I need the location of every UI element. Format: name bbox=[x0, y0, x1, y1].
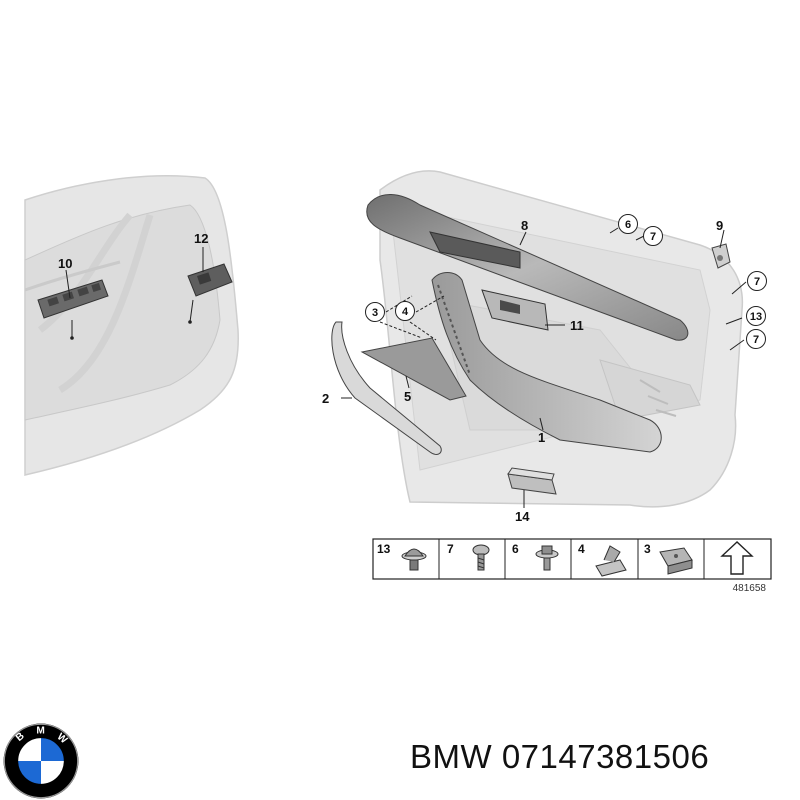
strip-cell-3: 3 bbox=[644, 542, 693, 575]
callout-circle-13: 13 bbox=[746, 306, 766, 326]
retainer-clip bbox=[711, 243, 731, 269]
svg-text:4: 4 bbox=[578, 542, 585, 556]
upper-trim-strip bbox=[366, 194, 689, 341]
strip-cell-13: 13 bbox=[377, 542, 427, 571]
svg-text:6: 6 bbox=[625, 219, 631, 231]
strip-cell-arrow bbox=[720, 541, 754, 575]
callout-circle-7: 7 bbox=[747, 271, 767, 291]
callout-circle-7: 7 bbox=[746, 329, 766, 349]
lower-side-panel bbox=[360, 337, 467, 401]
strip-cell-4: 4 bbox=[578, 542, 627, 577]
light-module bbox=[507, 467, 557, 495]
callout-10: 10 bbox=[58, 256, 72, 271]
svg-text:13: 13 bbox=[377, 542, 391, 556]
callout-5: 5 bbox=[404, 389, 411, 404]
screw-icon bbox=[472, 544, 490, 571]
bmw-logo-icon: B M W bbox=[3, 723, 79, 799]
svg-text:3: 3 bbox=[644, 542, 651, 556]
parts-strip: 13 7 6 4 bbox=[372, 538, 772, 594]
armrest-panel bbox=[431, 272, 662, 453]
spring-clip-icon bbox=[595, 545, 627, 577]
callout-circle-3: 3 bbox=[365, 302, 385, 322]
callout-9: 9 bbox=[716, 218, 723, 233]
callout-circle-6: 6 bbox=[618, 214, 638, 234]
svg-text:13: 13 bbox=[750, 311, 762, 323]
window-switch-block bbox=[37, 279, 109, 319]
callout-8: 8 bbox=[521, 218, 528, 233]
svg-text:6: 6 bbox=[512, 542, 519, 556]
strip-cell-6: 6 bbox=[512, 542, 559, 571]
bracket-clip-icon bbox=[659, 547, 693, 575]
svg-text:M: M bbox=[36, 726, 44, 737]
figure-number: 481658 bbox=[733, 583, 767, 594]
callout-1: 1 bbox=[538, 430, 545, 445]
up-arrow-icon bbox=[720, 541, 754, 575]
callout-12: 12 bbox=[194, 231, 208, 246]
callout-11: 11 bbox=[570, 318, 584, 333]
callout-circle-4: 4 bbox=[395, 301, 415, 321]
pull-handle bbox=[331, 321, 442, 455]
svg-text:7: 7 bbox=[447, 542, 454, 556]
mirror-switch bbox=[187, 263, 233, 297]
strip-cell-7: 7 bbox=[447, 542, 490, 571]
svg-text:4: 4 bbox=[402, 306, 409, 318]
svg-text:7: 7 bbox=[650, 231, 656, 243]
svg-text:3: 3 bbox=[372, 307, 378, 319]
detail-view-left bbox=[24, 175, 239, 476]
part-number-caption: BMW 07147381506 bbox=[410, 738, 710, 775]
callout-14: 14 bbox=[515, 509, 530, 524]
callout-circle-7: 7 bbox=[643, 226, 663, 246]
callout-2: 2 bbox=[322, 391, 329, 406]
flange-bolt-icon bbox=[535, 545, 559, 571]
callout-labels: 10 12 8 9 11 2 5 1 14 6 7 7 13 7 3 bbox=[58, 214, 767, 524]
svg-text:7: 7 bbox=[753, 334, 759, 346]
clip-nut-icon bbox=[401, 548, 427, 571]
svg-text:7: 7 bbox=[754, 276, 760, 288]
